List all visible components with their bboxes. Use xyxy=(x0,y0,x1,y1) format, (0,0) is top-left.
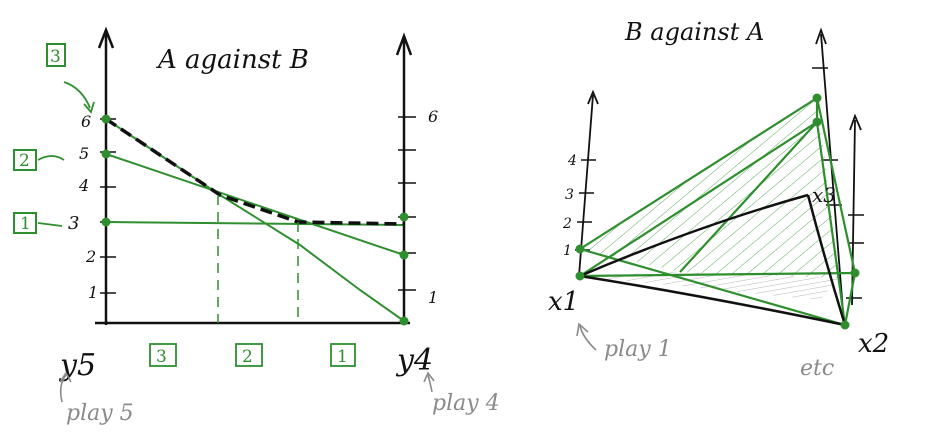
note-play4: play 4 xyxy=(432,391,500,416)
tick-label-3: 3 xyxy=(565,187,574,203)
play1-arrow-icon xyxy=(579,325,597,351)
simplex-edge-bottom xyxy=(579,274,846,327)
region-label-1: 1 xyxy=(337,347,348,367)
arrow-1-icon xyxy=(37,222,63,227)
play5-arrow-icon xyxy=(59,374,67,403)
right-panel: B against A 1 2 3 4 xyxy=(548,18,889,381)
left-tick-label-5: 5 xyxy=(79,144,89,163)
right-axis-name: y4 xyxy=(395,343,433,378)
boxed-label-3-frame xyxy=(46,43,66,67)
right-tick-label-1: 1 xyxy=(428,288,438,307)
x2-arrowhead-icon xyxy=(815,27,827,45)
right-axis-ticks xyxy=(398,116,416,291)
x2-axis xyxy=(820,33,845,325)
simplex-edge-left xyxy=(579,193,809,278)
upper-envelope xyxy=(105,117,405,226)
note-play1: play 1 xyxy=(604,337,672,362)
right-vertices xyxy=(575,93,860,330)
play4-arrow-icon xyxy=(427,374,433,393)
region-box-2 xyxy=(235,343,263,367)
tick-label-4: 4 xyxy=(567,153,577,169)
strategy-line-2 xyxy=(105,153,405,256)
region-box-3 xyxy=(149,343,177,367)
x3-arrowhead-icon xyxy=(849,113,862,131)
left-endpoints xyxy=(101,114,409,326)
arrow-3-icon xyxy=(63,81,91,109)
left-tick-label-6: 6 xyxy=(81,112,91,131)
play5-arrowhead-icon xyxy=(59,371,72,383)
boxed-label-2-frame xyxy=(13,149,37,171)
left-tick-label-3: 3 xyxy=(68,213,79,234)
boxed-label-3: 3 xyxy=(50,47,61,67)
tick-label-1: 1 xyxy=(563,243,572,259)
left-tick-label-2: 2 xyxy=(85,247,96,266)
region-label-2: 2 xyxy=(242,347,253,367)
right-panel-title: B against A xyxy=(624,18,764,46)
tick-label-2: 2 xyxy=(562,216,572,232)
vertex-label-x2: x2 xyxy=(858,329,889,359)
note-play5: play 5 xyxy=(66,401,134,426)
boxed-label-2: 2 xyxy=(19,151,30,171)
left-tick-label-1: 1 xyxy=(88,283,98,302)
left-panel-title: A against B xyxy=(156,45,309,75)
vertex-label-x1: x1 xyxy=(548,287,579,317)
left-axis-arrowhead-icon xyxy=(97,26,115,49)
vertex-label-x3: x3 xyxy=(812,183,836,207)
boxed-label-1: 1 xyxy=(20,214,31,234)
right-tick-label-6: 6 xyxy=(428,107,438,126)
play4-arrowhead-icon xyxy=(423,371,435,383)
right-axis-arrowhead-icon xyxy=(395,32,413,56)
note-etc: etc xyxy=(800,356,834,381)
arrow-2-icon xyxy=(37,155,65,161)
left-axis-ticks xyxy=(100,118,116,294)
left-tick-label-4: 4 xyxy=(78,176,89,195)
region-box-1 xyxy=(330,343,356,367)
play1-arrowhead-icon xyxy=(576,322,589,337)
arrow-3-head-icon xyxy=(83,101,95,114)
x1-arrowhead-icon xyxy=(587,89,599,105)
simplex-edge-right xyxy=(806,194,847,326)
region-label-3: 3 xyxy=(156,347,167,367)
boxed-label-1-frame xyxy=(13,212,37,234)
left-panel: 1 2 3 4 5 6 1 6 3 2 xyxy=(13,26,500,426)
